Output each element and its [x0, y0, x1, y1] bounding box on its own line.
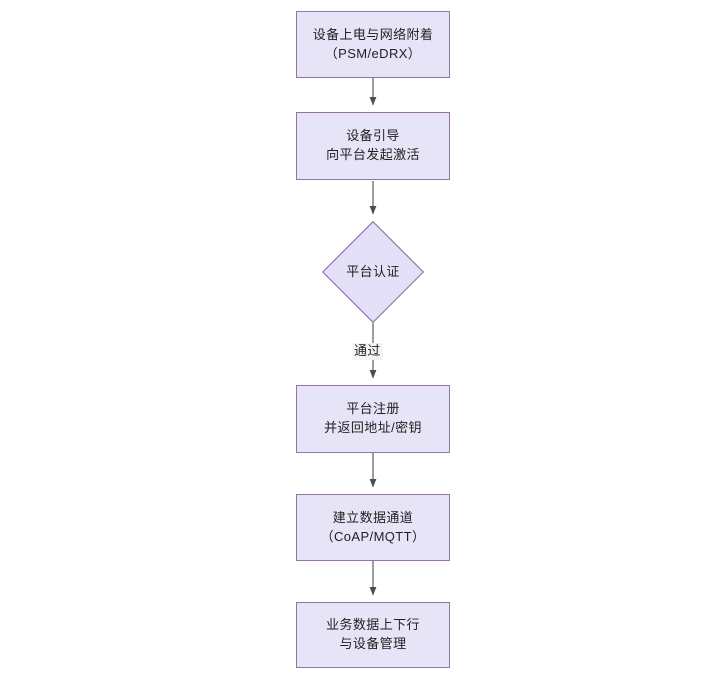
node-label-line2: 与设备管理: [339, 636, 407, 651]
node-label-line2: 并返回地址/密钥: [324, 420, 422, 435]
node-label-line2: （CoAP/MQTT）: [320, 528, 426, 544]
node-label-line1: 平台注册: [346, 401, 400, 417]
node-label-line1: 业务数据上下行: [326, 617, 420, 633]
node-label-line1: 建立数据通道: [332, 509, 414, 525]
node-label-line2: 向平台发起激活: [326, 147, 420, 162]
node-label-line1: 设备上电与网络附着: [312, 26, 434, 42]
node-business-data-and-device-management[interactable]: 业务数据上下行 与设备管理: [296, 602, 450, 668]
node-label: 建立数据通道 （CoAP/MQTT）: [321, 509, 426, 547]
node-platform-authentication[interactable]: 平台认证: [322, 221, 424, 323]
node-device-power-on[interactable]: 设备上电与网络附着 （PSM/eDRX）: [296, 11, 450, 78]
node-label: 业务数据上下行 与设备管理: [326, 616, 420, 654]
node-label: 平台注册 并返回地址/密钥: [324, 400, 422, 438]
node-device-bootstrap[interactable]: 设备引导 向平台发起激活: [296, 112, 450, 180]
node-label-line1: 设备引导: [346, 128, 400, 144]
diamond-shape-icon: [322, 221, 424, 323]
edge-label-pass: 通过: [352, 343, 383, 360]
node-platform-registration[interactable]: 平台注册 并返回地址/密钥: [296, 385, 450, 453]
node-establish-data-channel[interactable]: 建立数据通道 （CoAP/MQTT）: [296, 494, 450, 561]
node-label-line2: （PSM/eDRX）: [324, 45, 422, 61]
node-label: 平台认证: [346, 263, 400, 282]
node-label: 设备上电与网络附着 （PSM/eDRX）: [313, 26, 434, 64]
node-label: 设备引导 向平台发起激活: [326, 127, 420, 165]
node-label-line1: 平台认证: [346, 263, 400, 279]
